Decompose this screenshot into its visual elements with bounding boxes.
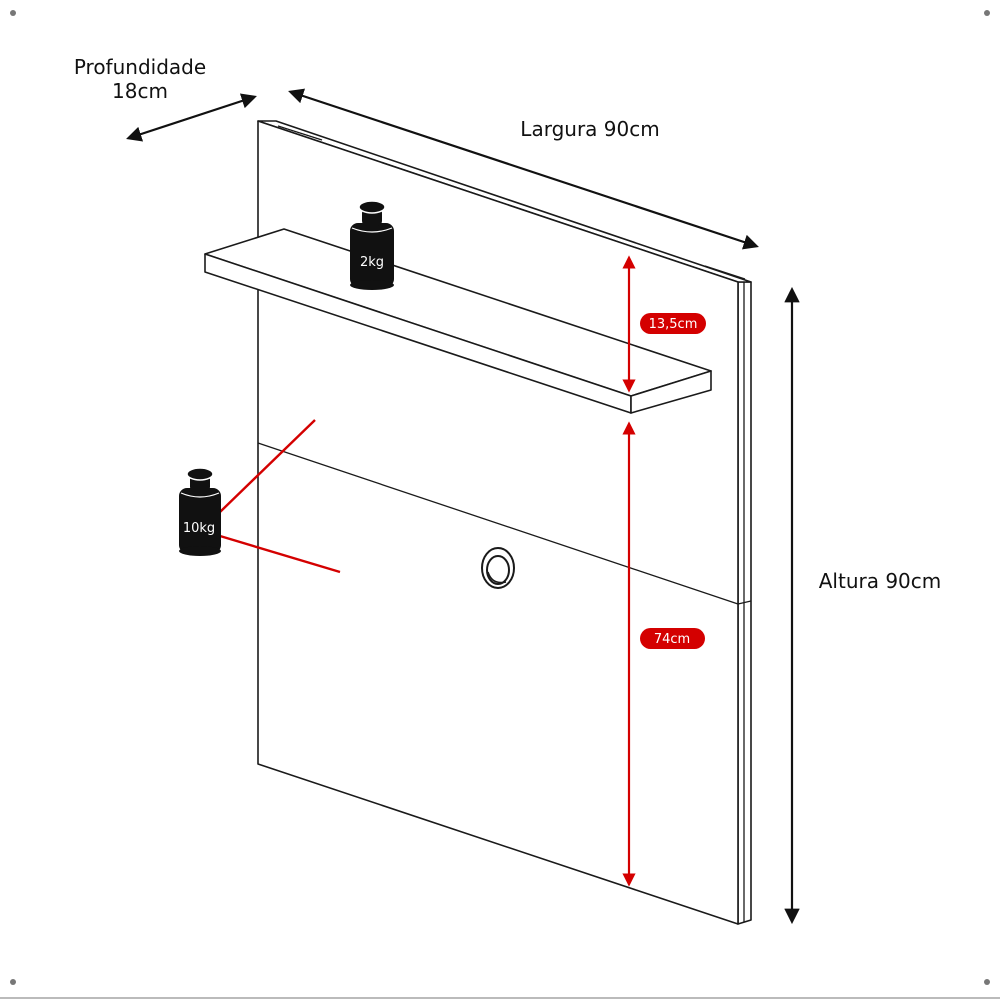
lower-height-badge (640, 628, 705, 649)
wall-panel (257, 120, 752, 925)
panel-load-pointer (219, 419, 341, 574)
shelf-side-edge (630, 370, 712, 414)
depth-dimension: Profundidade 18cm (74, 55, 257, 142)
shelf-gap-badge (640, 313, 706, 334)
cable-grommet (481, 547, 515, 589)
width-label: Largura 90cm (520, 117, 659, 141)
depth-label-line2: 18cm (112, 79, 168, 103)
lower-height-dimension: 74cm (622, 421, 705, 887)
frame-corner-dots (0, 10, 1000, 999)
panel-front-face (257, 120, 739, 925)
shelf (204, 228, 712, 414)
panel-split-line (257, 442, 739, 605)
shelf-gap-label: 13,5cm (649, 317, 698, 332)
shelf-weight-label: 2kg (360, 255, 384, 270)
width-dimension: Largura 90cm (288, 88, 759, 250)
panel-weight-icon: 10kg (179, 467, 221, 556)
lower-height-label: 74cm (654, 632, 690, 647)
depth-label-line1: Profundidade (74, 55, 206, 79)
height-dimension: Altura 90cm (784, 286, 942, 925)
panel-weight-label: 10kg (183, 521, 215, 536)
shelf-gap-dimension: 13,5cm (622, 255, 706, 393)
height-label: Altura 90cm (819, 569, 942, 593)
